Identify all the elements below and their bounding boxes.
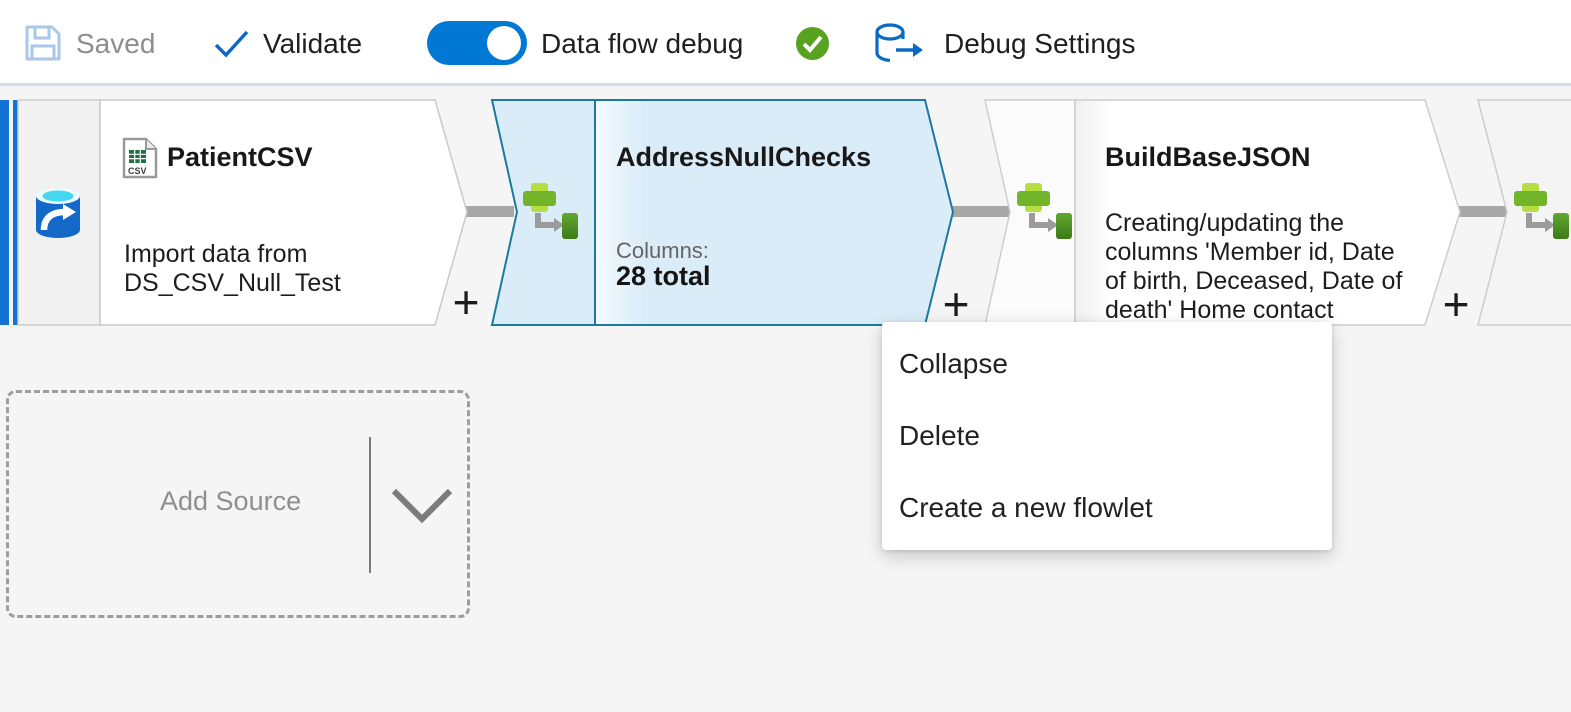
add-transform-button[interactable]: + xyxy=(1442,278,1470,330)
toolbar: Saved Validate Data flow debug Debug Set… xyxy=(0,0,1571,86)
node-derived2-body[interactable] xyxy=(1074,99,1461,326)
chevron-down-icon[interactable] xyxy=(390,485,454,525)
menu-item-create-flowlet[interactable]: Create a new flowlet xyxy=(899,492,1153,523)
node-derived1-body[interactable] xyxy=(594,99,955,326)
csv-file-icon: CSV xyxy=(122,137,158,179)
source-edge-bar-thin xyxy=(13,100,18,325)
connector-derived2-next xyxy=(1441,206,1509,217)
node-next-icon-chevron[interactable] xyxy=(1477,99,1571,326)
toggle-knob xyxy=(487,26,521,60)
debug-settings-button[interactable]: Debug Settings xyxy=(944,28,1136,59)
connector-source-derived1 xyxy=(450,206,514,217)
dataset-database-icon xyxy=(36,188,80,238)
save-icon xyxy=(25,25,61,61)
validate-button[interactable]: Validate xyxy=(263,28,363,59)
graph-shapes: CSV xyxy=(0,99,1571,326)
validate-check-icon xyxy=(214,30,249,58)
node-context-menu: Collapse Delete Create a new flowlet xyxy=(882,322,1332,550)
node-derived1-title: AddressNullChecks xyxy=(616,142,872,172)
connector-derived1-derived2 xyxy=(941,206,1013,217)
columns-label: Columns: xyxy=(616,238,709,263)
menu-item-collapse[interactable]: Collapse xyxy=(899,348,1008,379)
saved-status-label: Saved xyxy=(76,28,156,59)
add-transform-button[interactable]: + xyxy=(942,278,970,330)
columns-value: 28 total xyxy=(616,261,711,291)
data-flow-debug-toggle[interactable] xyxy=(427,21,527,65)
debug-settings-icon xyxy=(875,23,923,62)
source-edge-bar-thick xyxy=(0,100,9,325)
node-derived1-icon-chevron[interactable] xyxy=(490,99,596,326)
csv-icon-label: CSV xyxy=(128,166,147,176)
add-source-divider xyxy=(369,437,371,573)
node-source-title: PatientCSV xyxy=(167,142,313,172)
menu-item-delete[interactable]: Delete xyxy=(899,420,980,451)
node-source-description: Import data from DS_CSV_Null_Test xyxy=(124,240,341,297)
data-flow-debug-label: Data flow debug xyxy=(541,28,744,59)
node-derived2-title: BuildBaseJSON xyxy=(1105,142,1311,172)
node-source-body[interactable] xyxy=(99,99,468,326)
add-transform-button[interactable]: + xyxy=(452,276,480,328)
add-source-label: Add Source xyxy=(160,486,302,516)
debug-ready-check-icon xyxy=(796,27,829,60)
add-source-button[interactable]: Add Source xyxy=(6,390,470,618)
